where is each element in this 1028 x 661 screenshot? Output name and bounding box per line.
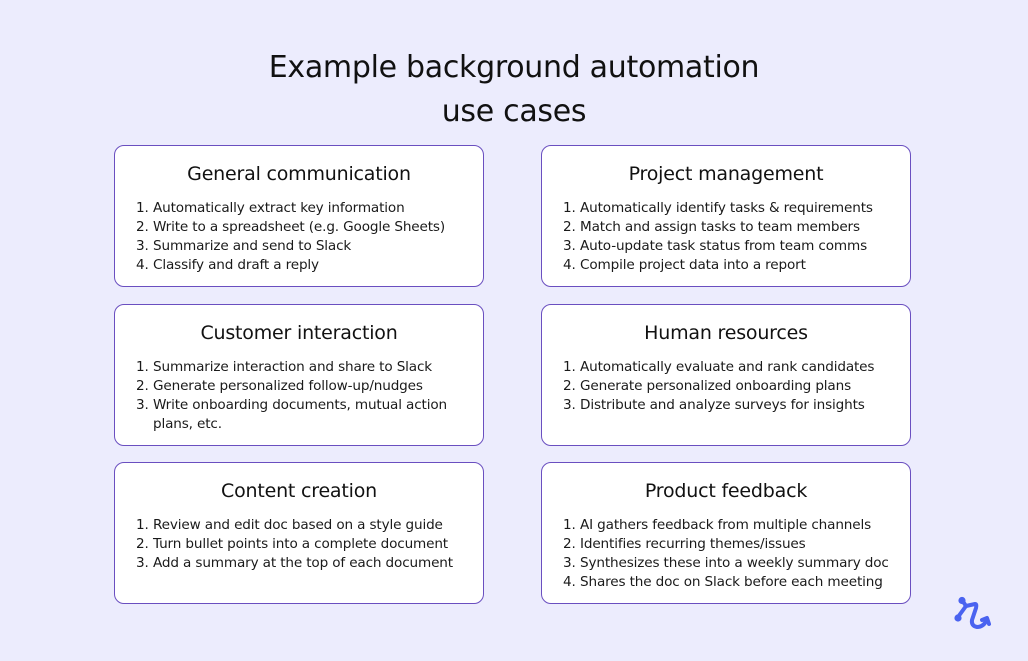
list-item: 2.Turn bullet points into a complete doc… xyxy=(136,535,469,554)
item-text: Turn bullet points into a complete docum… xyxy=(153,536,448,552)
list-item: 1.Automatically extract key information xyxy=(136,199,469,218)
item-text: AI gathers feedback from multiple channe… xyxy=(580,517,872,533)
use-case-card-human-resources: Human resources 1.Automatically evaluate… xyxy=(541,304,911,446)
item-text: Generate personalized follow-up/nudges xyxy=(153,378,423,394)
use-case-card-customer-interaction: Customer interaction 1.Summarize interac… xyxy=(114,304,484,446)
list-item: 4.Shares the doc on Slack before each me… xyxy=(563,573,896,592)
card-title: Project management xyxy=(628,163,824,185)
card-title: General communication xyxy=(187,163,411,185)
item-number: 3. xyxy=(136,555,149,571)
list-item: 3.Auto-update task status from team comm… xyxy=(563,237,896,256)
card-title: Product feedback xyxy=(644,480,808,502)
item-number: 3. xyxy=(136,238,149,254)
item-text: Summarize and send to Slack xyxy=(153,238,352,254)
card-title: Customer interaction xyxy=(200,322,398,344)
use-case-list: 1.Automatically evaluate and rank candid… xyxy=(563,358,896,415)
item-number: 2. xyxy=(136,378,149,394)
item-number: 1. xyxy=(136,200,149,216)
item-number: 1. xyxy=(563,200,576,216)
use-case-card-project-management: Project management 1.Automatically ident… xyxy=(541,145,911,287)
use-case-card-general-communication: General communication 1.Automatically ex… xyxy=(114,145,484,287)
list-item: 3.Synthesizes these into a weekly summar… xyxy=(563,554,896,573)
item-number: 1. xyxy=(136,517,149,533)
item-number: 3. xyxy=(563,397,576,413)
list-item: 1.Automatically identify tasks & require… xyxy=(563,199,896,218)
item-number: 1. xyxy=(136,359,149,375)
item-text: Shares the doc on Slack before each meet… xyxy=(580,574,883,590)
list-item: 1.Review and edit doc based on a style g… xyxy=(136,516,469,535)
item-number: 1. xyxy=(563,359,576,375)
use-case-list: 1.Review and edit doc based on a style g… xyxy=(136,516,469,573)
list-item: 3.Add a summary at the top of each docum… xyxy=(136,554,469,573)
page-title-line-2: use cases xyxy=(441,94,587,130)
list-item: 1.Automatically evaluate and rank candid… xyxy=(563,358,896,377)
card-title: Human resources xyxy=(644,322,808,344)
item-text: Generate personalized onboarding plans xyxy=(580,378,852,394)
item-text: Automatically identify tasks & requireme… xyxy=(580,200,873,216)
item-number: 4. xyxy=(136,257,149,273)
item-text: Summarize interaction and share to Slack xyxy=(153,359,433,375)
path-arrow-logo-icon xyxy=(954,596,991,629)
brand-logo-icon xyxy=(952,596,998,642)
item-number: 1. xyxy=(563,517,576,533)
item-text: Review and edit doc based on a style gui… xyxy=(153,517,443,533)
item-number: 3. xyxy=(136,397,149,413)
list-item: 4.Classify and draft a reply xyxy=(136,256,469,275)
item-text: Distribute and analyze surveys for insig… xyxy=(580,397,865,413)
item-number: 2. xyxy=(563,378,576,394)
card-title: Content creation xyxy=(221,480,377,502)
item-text: Classify and draft a reply xyxy=(153,257,319,273)
item-number: 4. xyxy=(563,257,576,273)
use-case-card-product-feedback: Product feedback 1.AI gathers feedback f… xyxy=(541,462,911,604)
list-item: 3.Write onboarding documents, mutual act… xyxy=(136,396,469,434)
use-case-card-content-creation: Content creation 1.Review and edit doc b… xyxy=(114,462,484,604)
list-item: 2.Identifies recurring themes/issues xyxy=(563,535,896,554)
list-item: 4.Compile project data into a report xyxy=(563,256,896,275)
use-case-list: 1.Automatically identify tasks & require… xyxy=(563,199,896,275)
list-item: 3.Summarize and send to Slack xyxy=(136,237,469,256)
use-case-list: 1.AI gathers feedback from multiple chan… xyxy=(563,516,896,592)
list-item: 1.AI gathers feedback from multiple chan… xyxy=(563,516,896,535)
item-number: 3. xyxy=(563,555,576,571)
use-case-list: 1.Automatically extract key information … xyxy=(136,199,469,275)
page-title: Example background automation use cases xyxy=(0,46,1028,134)
item-text: Match and assign tasks to team members xyxy=(580,219,860,235)
list-item: 3.Distribute and analyze surveys for ins… xyxy=(563,396,896,415)
item-number: 4. xyxy=(563,574,576,590)
list-item: 2.Generate personalized onboarding plans xyxy=(563,377,896,396)
item-number: 3. xyxy=(563,238,576,254)
item-text: Automatically evaluate and rank candidat… xyxy=(580,359,875,375)
item-text: Automatically extract key information xyxy=(153,200,405,216)
item-number: 2. xyxy=(563,536,576,552)
item-number: 2. xyxy=(136,219,149,235)
item-text: Auto-update task status from team comms xyxy=(580,238,868,254)
list-item: 2.Generate personalized follow-up/nudges xyxy=(136,377,469,396)
item-text: Write to a spreadsheet (e.g. Google Shee… xyxy=(153,219,445,235)
item-number: 2. xyxy=(136,536,149,552)
use-case-list: 1.Summarize interaction and share to Sla… xyxy=(136,358,469,434)
item-text: Write onboarding documents, mutual actio… xyxy=(153,397,447,432)
list-item: 1.Summarize interaction and share to Sla… xyxy=(136,358,469,377)
list-item: 2.Match and assign tasks to team members xyxy=(563,218,896,237)
item-text: Compile project data into a report xyxy=(580,257,806,273)
item-text: Synthesizes these into a weekly summary … xyxy=(580,555,889,571)
item-number: 2. xyxy=(563,219,576,235)
item-text: Add a summary at the top of each documen… xyxy=(153,555,453,571)
page-title-line-1: Example background automation xyxy=(268,50,760,86)
item-text: Identifies recurring themes/issues xyxy=(580,536,806,552)
list-item: 2.Write to a spreadsheet (e.g. Google Sh… xyxy=(136,218,469,237)
